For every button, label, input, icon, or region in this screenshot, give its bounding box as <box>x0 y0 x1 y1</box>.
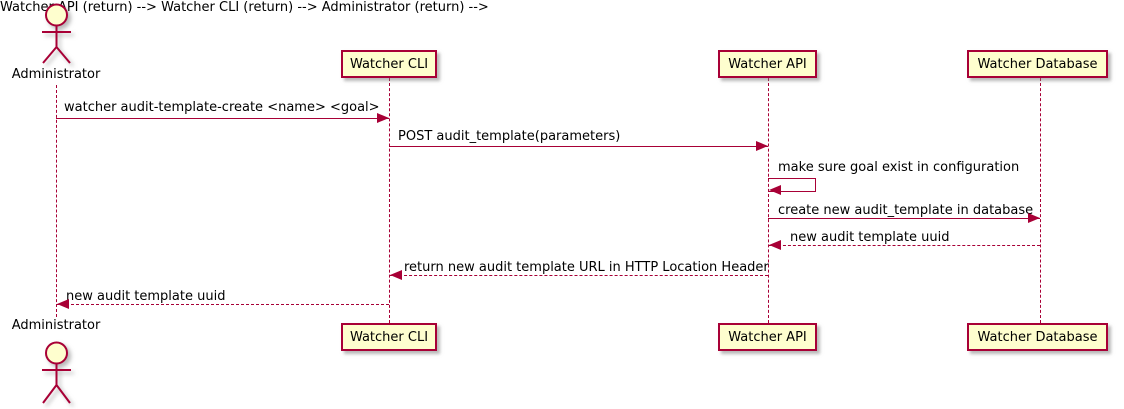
message-line-5 <box>768 245 1040 246</box>
message-label-7: new audit template uuid <box>66 289 226 304</box>
participant-box-watcher-cli-top: Watcher CLI <box>341 50 437 78</box>
message-label-6: return new audit template URL in HTTP Lo… <box>404 260 769 275</box>
participant-box-watcher-database-top: Watcher Database <box>967 50 1108 78</box>
lifeline-watcher-database <box>1040 78 1041 323</box>
message-label-1: watcher audit-template-create <name> <go… <box>64 100 380 115</box>
arrowhead-left-icon-7 <box>57 299 69 309</box>
message-line-1 <box>56 118 389 119</box>
arrowhead-left-icon-6 <box>390 270 402 280</box>
message-label-2: POST audit_template(parameters) <box>398 129 621 144</box>
participant-label-watcher-cli-top: Watcher CLI <box>349 56 429 72</box>
lifeline-administrator <box>56 85 57 317</box>
arrowhead-right-icon-4 <box>1028 213 1040 223</box>
participant-box-watcher-api-bottom: Watcher API <box>718 323 817 351</box>
message-line-2 <box>389 146 768 147</box>
administrator-actor-icon <box>42 3 71 64</box>
message-label-4: create new audit_template in database <box>778 203 1034 218</box>
administrator-actor-icon-bottom <box>42 341 71 404</box>
participant-box-watcher-api-top: Watcher API <box>718 50 817 78</box>
message-label-5: new audit template uuid <box>790 230 950 245</box>
message-line-4 <box>768 218 1040 219</box>
actor-label-top: Administrator <box>11 67 101 82</box>
participant-label-watcher-cli-bottom: Watcher CLI <box>349 329 429 345</box>
actor-label-bottom: Administrator <box>11 318 101 333</box>
arrowhead-right-icon-2 <box>756 141 768 151</box>
participant-label-watcher-api-top: Watcher API <box>728 56 807 72</box>
participant-box-watcher-cli-bottom: Watcher CLI <box>341 323 437 351</box>
participant-label-watcher-api-bottom: Watcher API <box>728 329 807 345</box>
lifeline-watcher-cli <box>389 78 390 323</box>
participant-label-watcher-database-top: Watcher Database <box>977 56 1098 72</box>
lifeline-watcher-api <box>768 78 769 323</box>
message-line-6 <box>389 275 768 276</box>
arrowhead-left-icon-3 <box>769 185 781 195</box>
participant-box-watcher-database-bottom: Watcher Database <box>967 323 1108 351</box>
arrowhead-right-icon-1 <box>377 113 389 123</box>
participant-label-watcher-database-bottom: Watcher Database <box>977 329 1098 345</box>
message-line-7 <box>56 304 389 305</box>
message-label-3: make sure goal exist in configuration <box>778 160 1020 175</box>
self-message-loop <box>768 178 816 192</box>
arrowhead-left-icon-5 <box>769 240 781 250</box>
